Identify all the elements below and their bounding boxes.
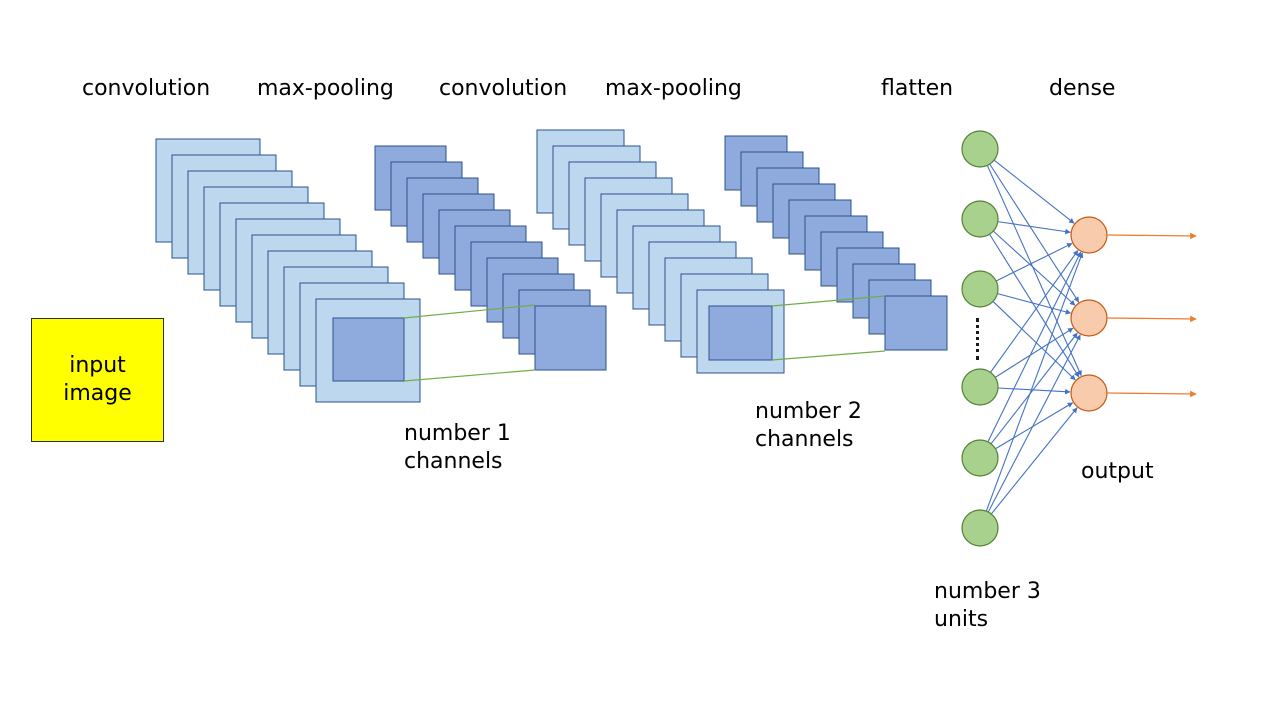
flatten-unit bbox=[961, 270, 999, 308]
dense-edge bbox=[997, 221, 1071, 235]
dense-edge bbox=[992, 230, 1076, 306]
annotation-units-line2: units bbox=[934, 607, 989, 632]
annotation-output: output bbox=[1081, 459, 1154, 484]
label-flatten: flatten bbox=[881, 76, 954, 101]
connector-line bbox=[771, 350, 886, 361]
annotation-channels-2-line1: number 2 bbox=[755, 399, 862, 424]
dense-edge bbox=[989, 163, 1080, 303]
annotation-channels-1-line1: number 1 bbox=[404, 421, 511, 446]
flatten-unit bbox=[961, 509, 999, 547]
flatten-unit bbox=[961, 130, 999, 168]
pool2-feature-maps bbox=[724, 135, 948, 351]
annotation-units: number 3 units bbox=[934, 578, 1041, 634]
input-label-line1: input bbox=[69, 353, 126, 378]
annotation-channels-2-line2: channels bbox=[755, 427, 854, 452]
flatten-unit bbox=[961, 200, 999, 238]
pool1-feature-maps-map bbox=[534, 305, 607, 371]
annotation-channels-1-line2: channels bbox=[404, 449, 503, 474]
dense-edge bbox=[989, 233, 1080, 378]
annotation-units-line1: number 3 bbox=[934, 579, 1041, 604]
connector-line bbox=[403, 369, 536, 382]
flatten-unit bbox=[961, 439, 999, 477]
annotation-channels-1: number 1 channels bbox=[404, 420, 511, 476]
output-arrow bbox=[1106, 390, 1197, 398]
dense-edge bbox=[990, 249, 1079, 373]
dense-edge bbox=[994, 327, 1074, 378]
dense-edge bbox=[992, 301, 1076, 381]
pool1-feature-maps bbox=[374, 145, 607, 371]
conv2-receptive-window bbox=[708, 305, 773, 361]
label-convolution-1: convolution bbox=[82, 76, 211, 101]
dense-unit bbox=[1070, 374, 1108, 412]
conv1-receptive-window bbox=[332, 317, 405, 382]
conv1-feature-maps bbox=[155, 138, 421, 403]
label-max-pooling-1: max-pooling bbox=[257, 76, 394, 101]
input-image-box: input image bbox=[31, 318, 164, 442]
dense-edge bbox=[995, 402, 1074, 450]
dense-unit bbox=[1070, 299, 1108, 337]
connector-line bbox=[403, 304, 536, 319]
dense-edge bbox=[990, 332, 1078, 445]
dense-edge bbox=[987, 251, 1082, 443]
ellipsis-dots bbox=[976, 318, 987, 360]
output-arrow bbox=[1106, 315, 1197, 323]
pool2-feature-maps-map bbox=[884, 295, 948, 351]
input-label-line2: image bbox=[63, 381, 132, 406]
annotation-channels-2: number 2 channels bbox=[755, 398, 862, 454]
flatten-unit bbox=[961, 368, 999, 406]
dense-edge bbox=[986, 165, 1082, 377]
dense-edge bbox=[995, 242, 1073, 282]
label-dense: dense bbox=[1049, 76, 1116, 101]
dense-edge bbox=[987, 334, 1081, 513]
conv2-feature-maps bbox=[536, 129, 785, 374]
label-max-pooling-2: max-pooling bbox=[605, 76, 742, 101]
dense-edge bbox=[997, 387, 1071, 395]
output-arrow bbox=[1106, 232, 1197, 240]
dense-edge bbox=[997, 293, 1072, 315]
connector-line bbox=[771, 295, 886, 307]
dense-unit bbox=[1070, 216, 1108, 254]
dense-edge bbox=[993, 159, 1075, 224]
label-convolution-2: convolution bbox=[439, 76, 568, 101]
dense-edge bbox=[985, 252, 1084, 512]
dense-edge bbox=[990, 407, 1078, 515]
